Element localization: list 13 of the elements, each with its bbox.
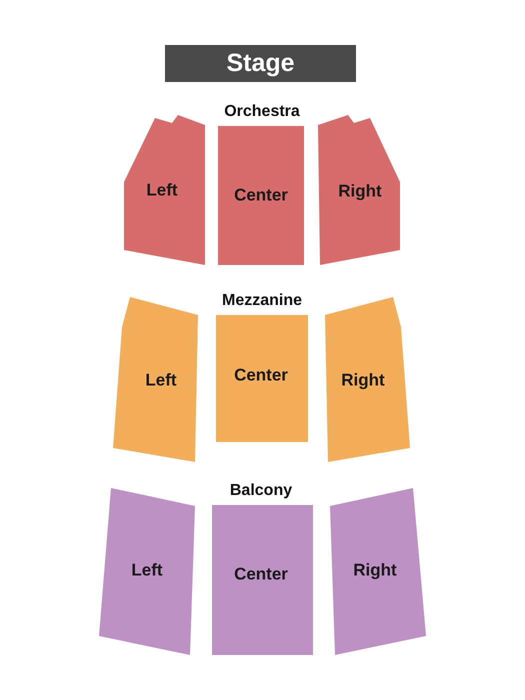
section-name: Right <box>341 369 385 392</box>
section-name: Center <box>234 184 288 206</box>
level-heading: Mezzanine <box>222 291 302 311</box>
stage-block: Stage <box>165 45 356 82</box>
section-name: Left <box>131 559 163 582</box>
section-name: Left <box>145 369 177 392</box>
level-heading: Orchestra <box>224 102 300 122</box>
section-name: Center <box>234 563 288 586</box>
section-name: Left <box>146 179 178 202</box>
section-name: Center <box>234 364 288 386</box>
section-name: Right <box>338 180 382 202</box>
level-heading: Balcony <box>230 481 292 501</box>
section-name: Right <box>353 559 397 582</box>
